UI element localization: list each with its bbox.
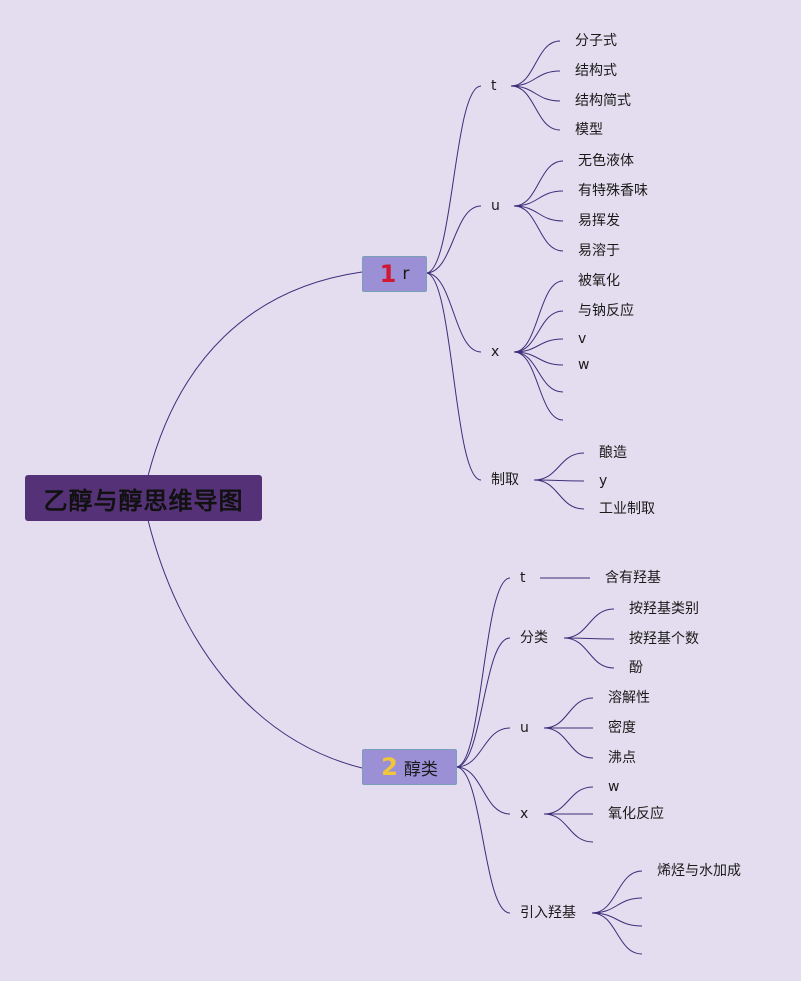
branch2-group-4-item-0-line (591, 870, 643, 914)
root-node[interactable]: 乙醇与醇思维导图 (25, 475, 262, 521)
branch1-group-0-item-2-line (510, 85, 561, 102)
branch1-group-1-item-3[interactable]: 易溶于 (578, 243, 620, 259)
branch1-group-1-item-2[interactable]: 易挥发 (578, 213, 620, 229)
branch1-group-0-item-0-line (510, 40, 561, 87)
branch2-group-2-item-0[interactable]: 溶解性 (608, 690, 650, 706)
branch1-group-2-item-3[interactable]: w (578, 357, 590, 373)
branch2-group-0-item-0[interactable]: 含有羟基 (605, 570, 661, 586)
branch2-group-1-item-0[interactable]: 按羟基类别 (629, 601, 699, 617)
branch2-group-3-line (455, 766, 511, 815)
branch2-group-1-item-1-line (563, 637, 615, 640)
branch2-group-3-label[interactable]: x (520, 806, 529, 822)
branch2-group-2-item-2[interactable]: 沸点 (608, 750, 636, 766)
branch2-group-4-label[interactable]: 引入羟基 (520, 905, 576, 921)
branch-label-1: r (402, 264, 410, 284)
root-title: 乙醇与醇思维导图 (43, 486, 244, 515)
branch-label-2: 醇类 (403, 759, 438, 780)
branch1-group-0-item-3-line (510, 85, 561, 131)
branch1-group-0-item-2[interactable]: 结构简式 (575, 93, 631, 109)
branch1-group-3-item-0-line (533, 452, 585, 481)
branch1-group-0-item-3[interactable]: 模型 (575, 122, 603, 138)
branch1-group-1-item-2-line (513, 205, 564, 222)
number-badge-2: 2 (381, 753, 398, 781)
branch1-group-0-line (425, 85, 482, 274)
branch1-group-1-item-1-line (513, 190, 564, 207)
branch2-group-4-item-3-line (591, 912, 643, 955)
branch1-group-2-label[interactable]: x (491, 344, 500, 360)
branch1-group-2-item-0-line (513, 280, 564, 353)
branch1-group-2-item-4-line (513, 351, 564, 393)
branch1-group-3-item-1-line (533, 479, 585, 482)
root-to-branch-1-line (147, 271, 363, 477)
branch2-group-3-item-2-line (543, 813, 594, 843)
branch2-group-1-item-2[interactable]: 酚 (629, 660, 643, 676)
branch1-group-0-item-1[interactable]: 结构式 (575, 63, 617, 79)
branch2-group-2-line (455, 727, 511, 768)
number-badge-1: 1 (379, 260, 397, 288)
branch1-group-2-item-0[interactable]: 被氧化 (578, 273, 620, 289)
branch2-group-0-line (455, 577, 511, 768)
branch1-group-1-item-0-line (513, 160, 564, 207)
branch1-group-3-item-0[interactable]: 酿造 (599, 445, 627, 461)
branch1-group-2-item-2-line (513, 338, 564, 353)
branch2-group-3-item-1[interactable]: 氧化反应 (608, 806, 664, 822)
branch1-group-1-item-3-line (513, 205, 564, 252)
branch-node-1[interactable]: 1 r (362, 256, 427, 292)
branch1-group-2-item-5-line (513, 351, 564, 421)
root-to-branch-2-line (147, 519, 363, 769)
branch2-group-4-line (455, 766, 511, 914)
branch2-group-4-item-1-line (591, 897, 643, 914)
branch-node-2[interactable]: 2 醇类 (362, 749, 457, 785)
branch1-group-2-item-1[interactable]: 与钠反应 (578, 303, 634, 319)
branch1-group-1-item-0[interactable]: 无色液体 (578, 153, 634, 169)
branch1-group-3-label[interactable]: 制取 (491, 472, 519, 488)
branch1-group-0-item-1-line (510, 70, 561, 87)
branch1-group-3-item-2-line (533, 479, 585, 510)
branch1-group-0-label[interactable]: t (491, 78, 497, 94)
branch2-group-2-item-2-line (543, 727, 594, 759)
branch1-group-1-label[interactable]: u (491, 198, 500, 214)
branch2-group-2-item-0-line (543, 697, 594, 729)
branch2-group-1-item-1[interactable]: 按羟基个数 (629, 631, 699, 647)
branch2-group-4-item-0[interactable]: 烯烃与水加成 (657, 863, 741, 879)
branch1-group-3-item-1[interactable]: y (599, 473, 608, 489)
branch2-group-1-label[interactable]: 分类 (520, 630, 548, 646)
branch2-group-2-label[interactable]: u (520, 720, 529, 736)
branch1-group-3-line (425, 272, 482, 481)
branch2-group-0-label[interactable]: t (520, 570, 526, 586)
branch2-group-1-item-2-line (563, 637, 615, 669)
branch2-group-3-item-0[interactable]: w (608, 779, 620, 795)
branch1-group-1-item-1[interactable]: 有特殊香味 (578, 183, 648, 199)
branch2-group-1-item-0-line (563, 608, 615, 639)
branch1-group-3-item-2[interactable]: 工业制取 (599, 501, 655, 517)
branch1-group-2-item-1-line (513, 310, 564, 353)
branch1-group-0-item-0[interactable]: 分子式 (575, 33, 617, 49)
branch2-group-2-item-1[interactable]: 密度 (608, 720, 636, 736)
branch1-group-2-line (425, 272, 482, 353)
branch1-group-2-item-2[interactable]: v (578, 331, 587, 347)
branch2-group-3-item-0-line (543, 786, 594, 815)
branch2-group-1-line (455, 637, 511, 768)
branch1-group-1-line (425, 205, 482, 274)
